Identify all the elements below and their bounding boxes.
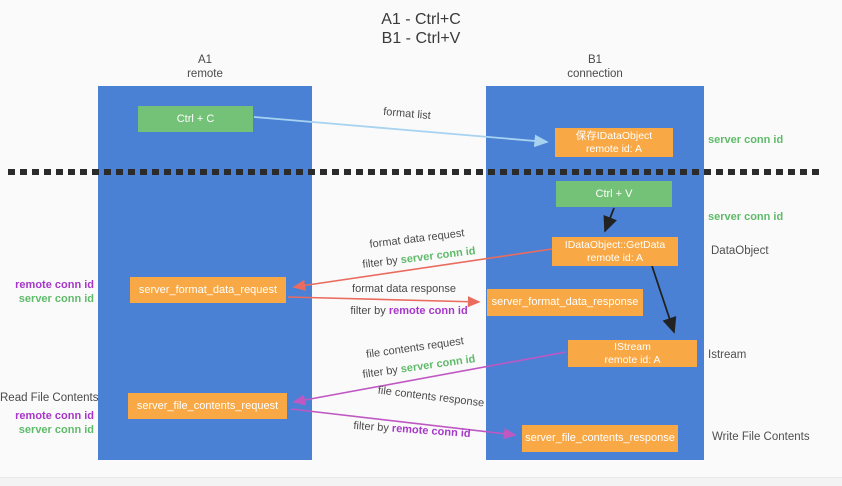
node-line-2: remote id: A xyxy=(586,251,644,264)
node-label: server_format_data_response xyxy=(491,296,639,308)
lane-header-connection: B1 connection xyxy=(486,53,704,81)
write-file-contents-label: Write File Contents xyxy=(712,431,810,443)
filter-by-text: filter by xyxy=(350,305,389,317)
ctrlv-to-getdata-arrow xyxy=(603,207,617,233)
format-data-response-arrow xyxy=(287,296,481,308)
istream-node: IStream remote id: A xyxy=(568,340,697,367)
format-list-arrow xyxy=(253,116,549,148)
file-contents-request-arrow xyxy=(292,351,567,406)
node-line-2: remote id: A xyxy=(604,353,661,366)
node-line-2: remote id: A xyxy=(585,142,643,155)
server-conn-id-mid-label: server conn id xyxy=(708,211,784,223)
server-format-data-request-node: server_format_data_request xyxy=(130,277,286,303)
ctrl-c-node: Ctrl + C xyxy=(138,106,253,132)
title-line-1: A1 - Ctrl+C xyxy=(381,11,461,28)
read-file-contents-label: Read File Contents xyxy=(0,392,99,404)
lane-name: B1 xyxy=(587,54,603,66)
idataobject-getdata-node: IDataObject::GetData remote id: A xyxy=(552,237,678,266)
format-data-response-label: format data response xyxy=(352,283,456,295)
server-file-contents-response-node: server_file_contents_response xyxy=(522,425,678,452)
dataobject-label: DataObject xyxy=(711,245,769,257)
server-conn-id-top-label: server conn id xyxy=(708,134,784,146)
remote-conn-id-text: remote conn id xyxy=(388,305,468,317)
lane-subtitle: remote xyxy=(187,68,223,80)
server-conn-id-text: server conn id xyxy=(18,424,94,436)
bottom-edge-band xyxy=(0,477,842,486)
node-line-1: IStream xyxy=(614,340,651,353)
save-idataobject-node: 保存IDataObject remote id: A xyxy=(555,128,673,157)
node-label: server_format_data_request xyxy=(138,283,278,296)
server-file-contents-request-node: server_file_contents_request xyxy=(128,393,287,419)
format-conn-ids-label: remote conn id server conn id xyxy=(0,278,94,306)
node-label: server_file_contents_request xyxy=(136,399,279,412)
lane-header-remote: A1 remote xyxy=(98,53,312,81)
diagram-title: A1 - Ctrl+C B1 - Ctrl+V xyxy=(0,10,842,48)
server-conn-id-text: server conn id xyxy=(18,293,94,305)
remote-conn-id-text: remote conn id xyxy=(15,279,94,291)
server-format-data-response-node: server_format_data_response xyxy=(487,289,643,316)
format-data-request-arrow xyxy=(292,248,553,291)
filter-by-remote-conn-id-label: filter by remote conn id xyxy=(336,305,482,317)
node-label: server_file_contents_response xyxy=(525,432,675,444)
ctrl-v-node: Ctrl + V xyxy=(556,181,672,207)
lane-name: A1 xyxy=(197,54,213,66)
lane-subtitle: connection xyxy=(567,68,623,80)
node-label: Ctrl + V xyxy=(595,187,633,200)
remote-conn-id-text: remote conn id xyxy=(15,410,94,422)
title-line-2: B1 - Ctrl+V xyxy=(381,30,461,47)
file-conn-ids-label: remote conn id server conn id xyxy=(0,409,94,437)
dotted-separator-line xyxy=(8,169,824,175)
node-label: Ctrl + C xyxy=(176,112,215,125)
node-line-1: IDataObject::GetData xyxy=(564,238,666,251)
istream-label: Istream xyxy=(708,349,747,361)
file-contents-response-arrow xyxy=(290,408,517,440)
getdata-to-istream-arrow xyxy=(651,265,677,334)
node-line-1: 保存IDataObject xyxy=(575,129,653,142)
